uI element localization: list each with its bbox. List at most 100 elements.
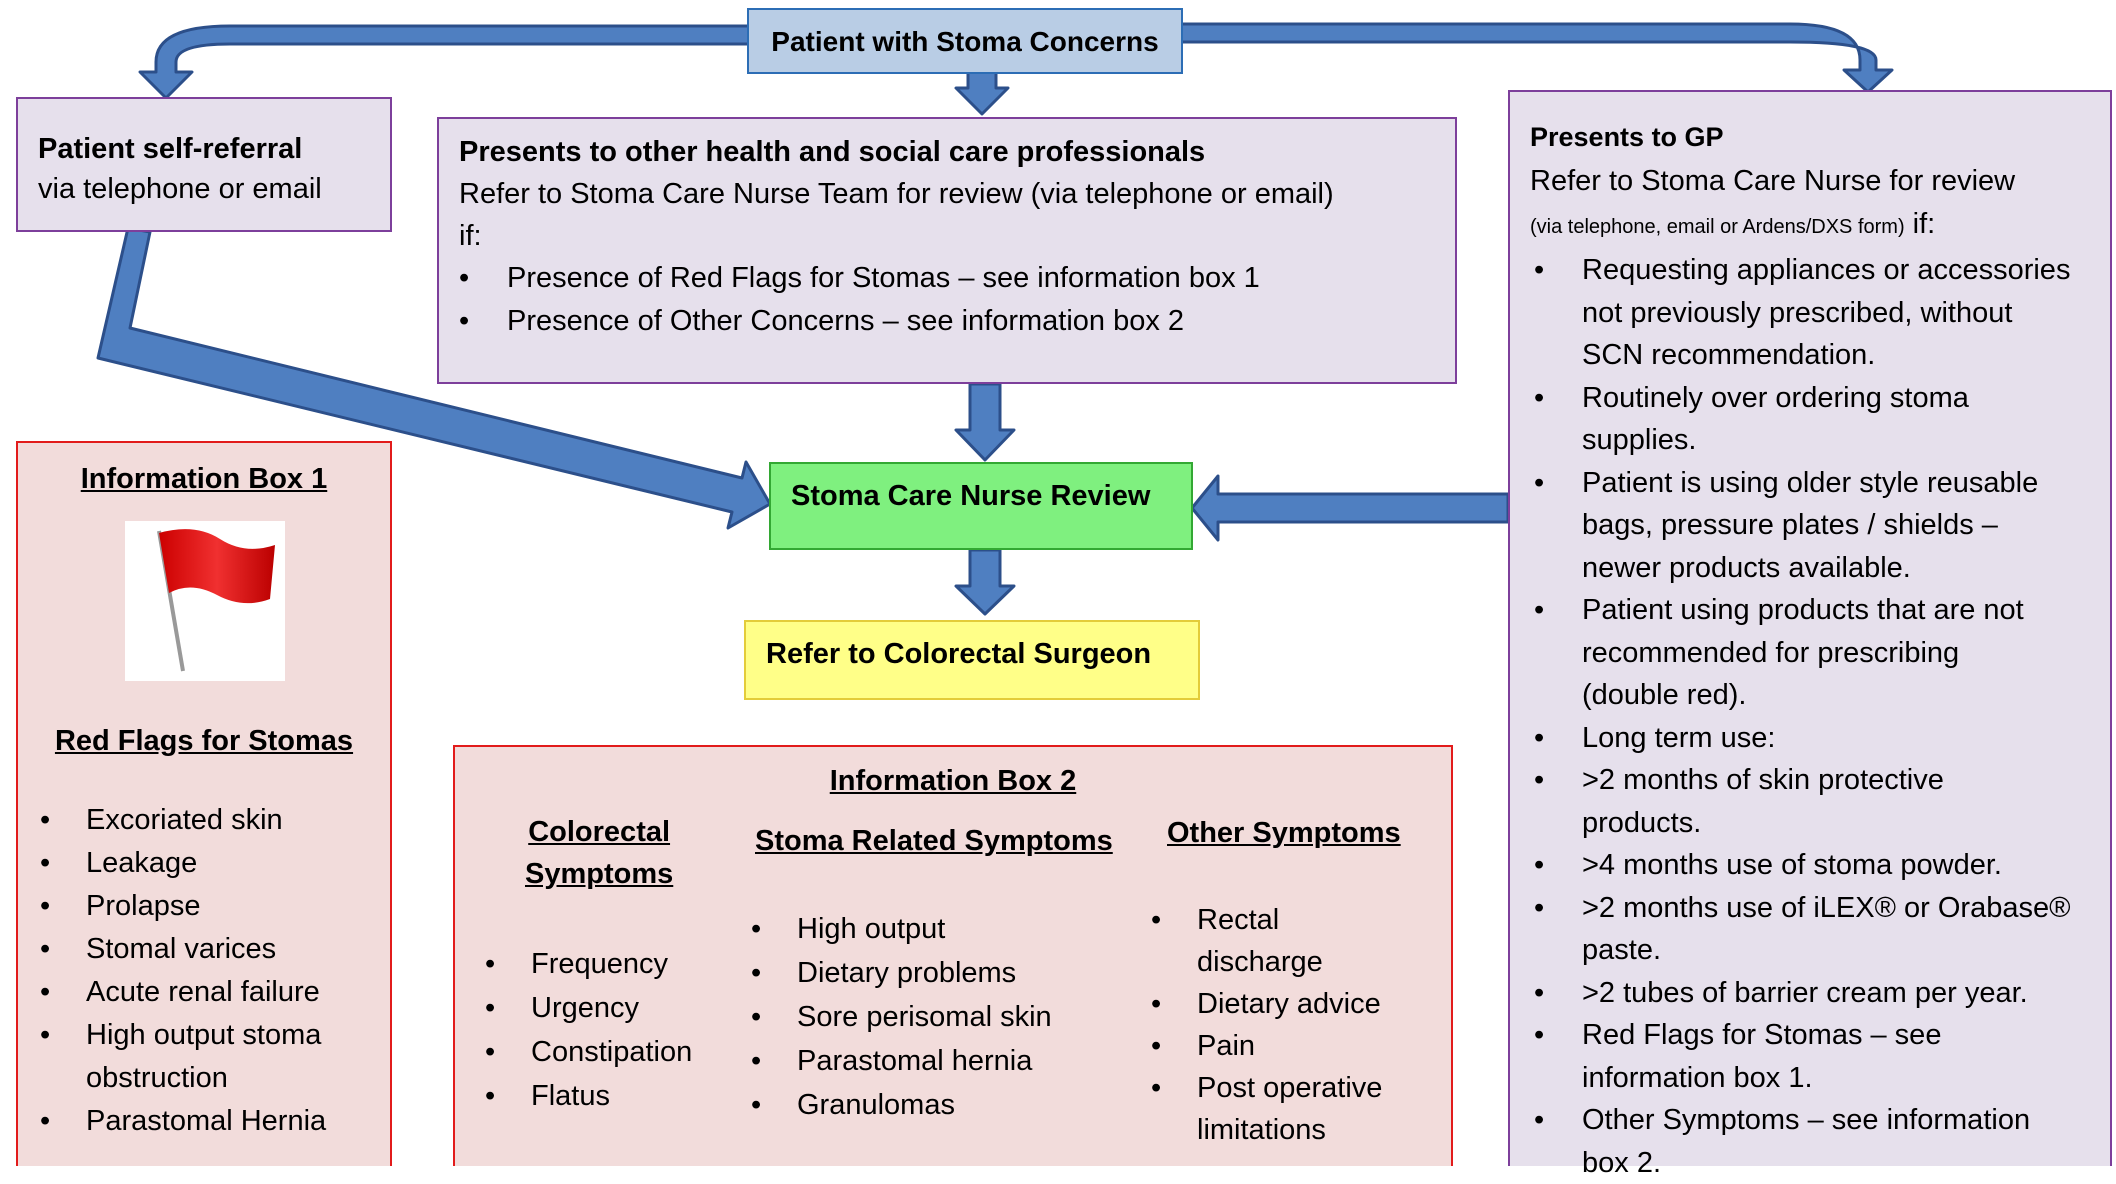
other-professionals-box: Presents to other health and social care… (437, 117, 1457, 384)
info2-title: Information Box 2 (455, 761, 1451, 801)
arrow-review-to-colorectal (956, 550, 1014, 614)
colorectal-symptom: Flatus (485, 1074, 692, 1118)
gp-bullet: >4 months use of stoma powder. (1530, 844, 2110, 887)
other-prof-bullet: Presence of Red Flags for Stomas – see i… (459, 257, 1455, 300)
other-prof-bullets: Presence of Red Flags for Stomas – see i… (459, 257, 1455, 343)
gp-method-small: (via telephone, email or Ardens/DXS form… (1530, 216, 1905, 238)
gp-title: Presents to GP (1530, 116, 2110, 158)
gp-box: Presents to GP Refer to Stoma Care Nurse… (1508, 90, 2112, 1166)
gp-bullet-text: box 2. (1582, 1142, 2110, 1184)
red-flag-item: Stomal varices (18, 928, 390, 971)
colorectal-symptom: Frequency (485, 942, 692, 986)
colorectal-symptom-text: Constipation (531, 1030, 692, 1074)
gp-bullet-text: >4 months use of stoma powder. (1582, 844, 2110, 887)
stoma-symptom-text: High output (797, 907, 1052, 951)
gp-bullet-text: Patient is using older style reusable (1582, 462, 2110, 505)
other-symptom-text: Rectal (1197, 899, 1382, 941)
stoma-symptom: Sore perisomal skin (751, 995, 1052, 1039)
scn-review-box: Stoma Care Nurse Review (769, 462, 1193, 550)
arrow-top-to-self-referral (140, 26, 752, 98)
red-flag-item: Leakage (18, 842, 390, 885)
info1-title: Information Box 1 (18, 459, 390, 499)
red-flag-item: Acute renal failure (18, 971, 390, 1014)
colorectal-symptom-text: Flatus (531, 1074, 692, 1118)
red-flag-image (125, 521, 285, 681)
gp-bullet: Patient using products that are notrecom… (1530, 589, 2110, 717)
colorectal-symptom-text: Frequency (531, 942, 692, 986)
stoma-symptom: Granulomas (751, 1083, 1052, 1127)
stoma-symptom: Dietary problems (751, 951, 1052, 995)
gp-bullet-text: information box 1. (1582, 1057, 2110, 1100)
gp-bullet: Requesting appliances or accessoriesnot … (1530, 249, 2110, 377)
col1-title-line2: Symptoms (525, 853, 673, 895)
colorectal-symptoms-list: FrequencyUrgencyConstipationFlatus (485, 942, 692, 1118)
gp-bullet-text: products. (1582, 802, 2110, 845)
info1-bullets: Excoriated skinLeakageProlapseStomal var… (18, 799, 390, 1143)
gp-bullets: Requesting appliances or accessoriesnot … (1530, 249, 2110, 1184)
colorectal-symptom: Constipation (485, 1030, 692, 1074)
red-flag-item-text: Stomal varices (86, 928, 390, 971)
other-prof-if: if: (459, 215, 1455, 257)
other-prof-title: Presents to other health and social care… (459, 131, 1455, 173)
red-flag-item-text: Excoriated skin (86, 799, 390, 842)
other-symptom-text: Dietary advice (1197, 983, 1382, 1025)
gp-bullet-text: SCN recommendation. (1582, 334, 2110, 377)
stoma-symptom-text: Dietary problems (797, 951, 1052, 995)
information-box-2: Information Box 2 Colorectal Symptoms St… (453, 745, 1453, 1166)
other-symptom-text: Pain (1197, 1025, 1382, 1067)
red-flag-icon (125, 521, 285, 681)
other-symptom-text: limitations (1197, 1109, 1382, 1151)
stoma-related-title: Stoma Related Symptoms (755, 821, 1113, 861)
other-prof-bullet-text: Presence of Other Concerns – see informa… (507, 300, 1455, 343)
other-prof-bullet: Presence of Other Concerns – see informa… (459, 300, 1455, 343)
red-flag-item-text: Acute renal failure (86, 971, 390, 1014)
other-symptom-text: Post operative (1197, 1067, 1382, 1109)
gp-bullet-text: newer products available. (1582, 547, 2110, 590)
gp-bullet: >2 tubes of barrier cream per year. (1530, 972, 2110, 1015)
self-referral-text: via telephone or email (38, 169, 390, 209)
gp-bullet-text: bags, pressure plates / shields – (1582, 504, 2110, 547)
red-flag-item: Parastomal Hernia (18, 1100, 390, 1143)
stoma-related-list: High outputDietary problemsSore perisoma… (751, 907, 1052, 1127)
gp-bullet-text: recommended for prescribing (1582, 632, 2110, 675)
red-flag-item-text: obstruction (86, 1057, 390, 1100)
red-flag-item-text: Parastomal Hernia (86, 1100, 390, 1143)
other-symptom: Pain (1151, 1025, 1382, 1067)
arrow-top-to-gp (1180, 24, 1892, 92)
gp-bullet-text: supplies. (1582, 419, 2110, 462)
gp-bullet-text: not previously prescribed, without (1582, 292, 2110, 335)
red-flag-item-text: Prolapse (86, 885, 390, 928)
red-flag-item: Prolapse (18, 885, 390, 928)
colorectal-symptoms-title: Colorectal Symptoms (525, 811, 673, 895)
self-referral-title: Patient self-referral (38, 129, 390, 169)
patient-with-stoma-concerns-box: Patient with Stoma Concerns (747, 8, 1183, 74)
other-symptoms-list: RectaldischargeDietary advicePainPost op… (1151, 899, 1382, 1151)
gp-bullet: Patient is using older style reusablebag… (1530, 462, 2110, 590)
stoma-symptom-text: Sore perisomal skin (797, 995, 1052, 1039)
arrow-gp-to-review (1192, 476, 1508, 540)
gp-bullet-text: >2 months use of iLEX® or Orabase® (1582, 887, 2110, 930)
gp-method: (via telephone, email or Ardens/DXS form… (1530, 204, 2110, 247)
red-flag-item-text: Leakage (86, 842, 390, 885)
gp-bullet-text: Red Flags for Stomas – see (1582, 1014, 2110, 1057)
stoma-symptom: Parastomal hernia (751, 1039, 1052, 1083)
arrow-other-prof-to-review (956, 384, 1014, 460)
stoma-symptom-text: Granulomas (797, 1083, 1052, 1127)
gp-bullet-text: (double red). (1582, 674, 2110, 717)
self-referral-box: Patient self-referral via telephone or e… (16, 97, 392, 232)
gp-bullet-text: Requesting appliances or accessories (1582, 249, 2110, 292)
gp-bullet-text: Routinely over ordering stoma (1582, 377, 2110, 420)
gp-bullet-text: Long term use: (1582, 717, 2110, 760)
gp-bullet: Long term use: (1530, 717, 2110, 760)
gp-bullet: >2 months use of iLEX® or Orabase®paste. (1530, 887, 2110, 972)
stoma-symptom-text: Parastomal hernia (797, 1039, 1052, 1083)
other-symptoms-title: Other Symptoms (1167, 813, 1401, 853)
gp-if: if: (1905, 208, 1936, 240)
colorectal-symptom: Urgency (485, 986, 692, 1030)
